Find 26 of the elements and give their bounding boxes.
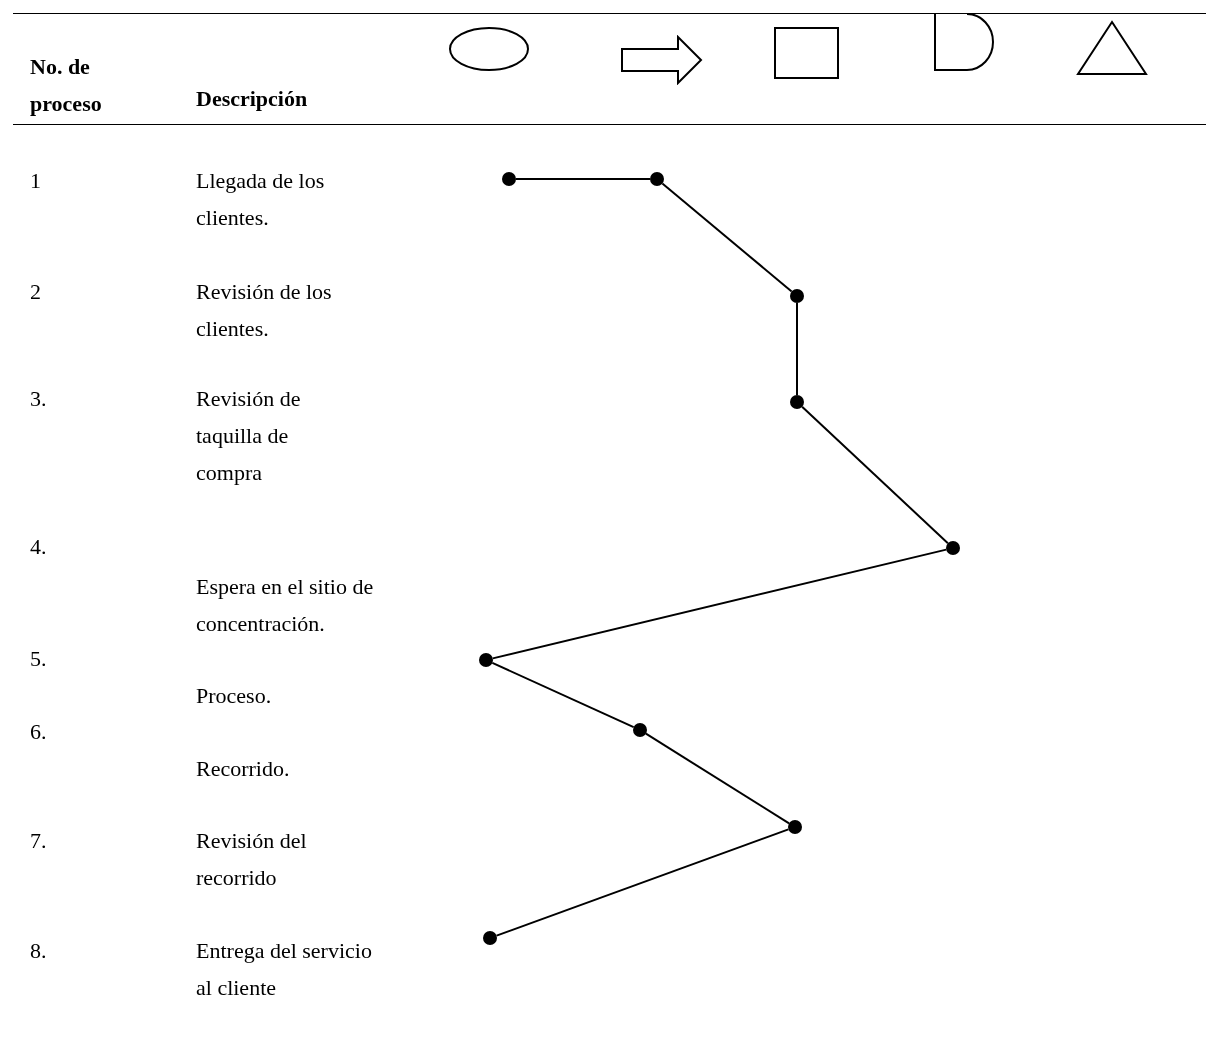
process-number: 1 [30,167,42,195]
process-description: Revisión de taquilla de compra [196,385,302,487]
flow-line [495,828,790,937]
flow-line [661,182,793,293]
process-description: Recorrido. [196,755,291,783]
process-number: 6. [30,718,48,746]
flow-line [515,178,651,180]
flow-line [801,405,949,545]
column-header: No. de proceso [30,53,103,118]
process-description: Revisión del recorrido [196,827,308,892]
process-number: 3. [30,385,48,413]
process-number: 8. [30,937,48,965]
process-description: Espera en el sitio de concentración. [196,573,375,638]
process-description: Entrega del servicio al cliente [196,937,373,1002]
column-header: Descripción [196,85,309,113]
flow-line [491,548,948,660]
process-number: 7. [30,827,48,855]
flow-line [796,302,798,396]
process-description: Revisión de los clientes. [196,278,333,343]
flow-line [644,732,791,825]
process-number: 4. [30,533,48,561]
process-number: 2 [30,278,42,306]
process-description: Proceso. [196,682,273,710]
flow-line [491,661,635,729]
process-number: 5. [30,645,48,673]
process-description: Llegada de los clientes. [196,167,326,232]
